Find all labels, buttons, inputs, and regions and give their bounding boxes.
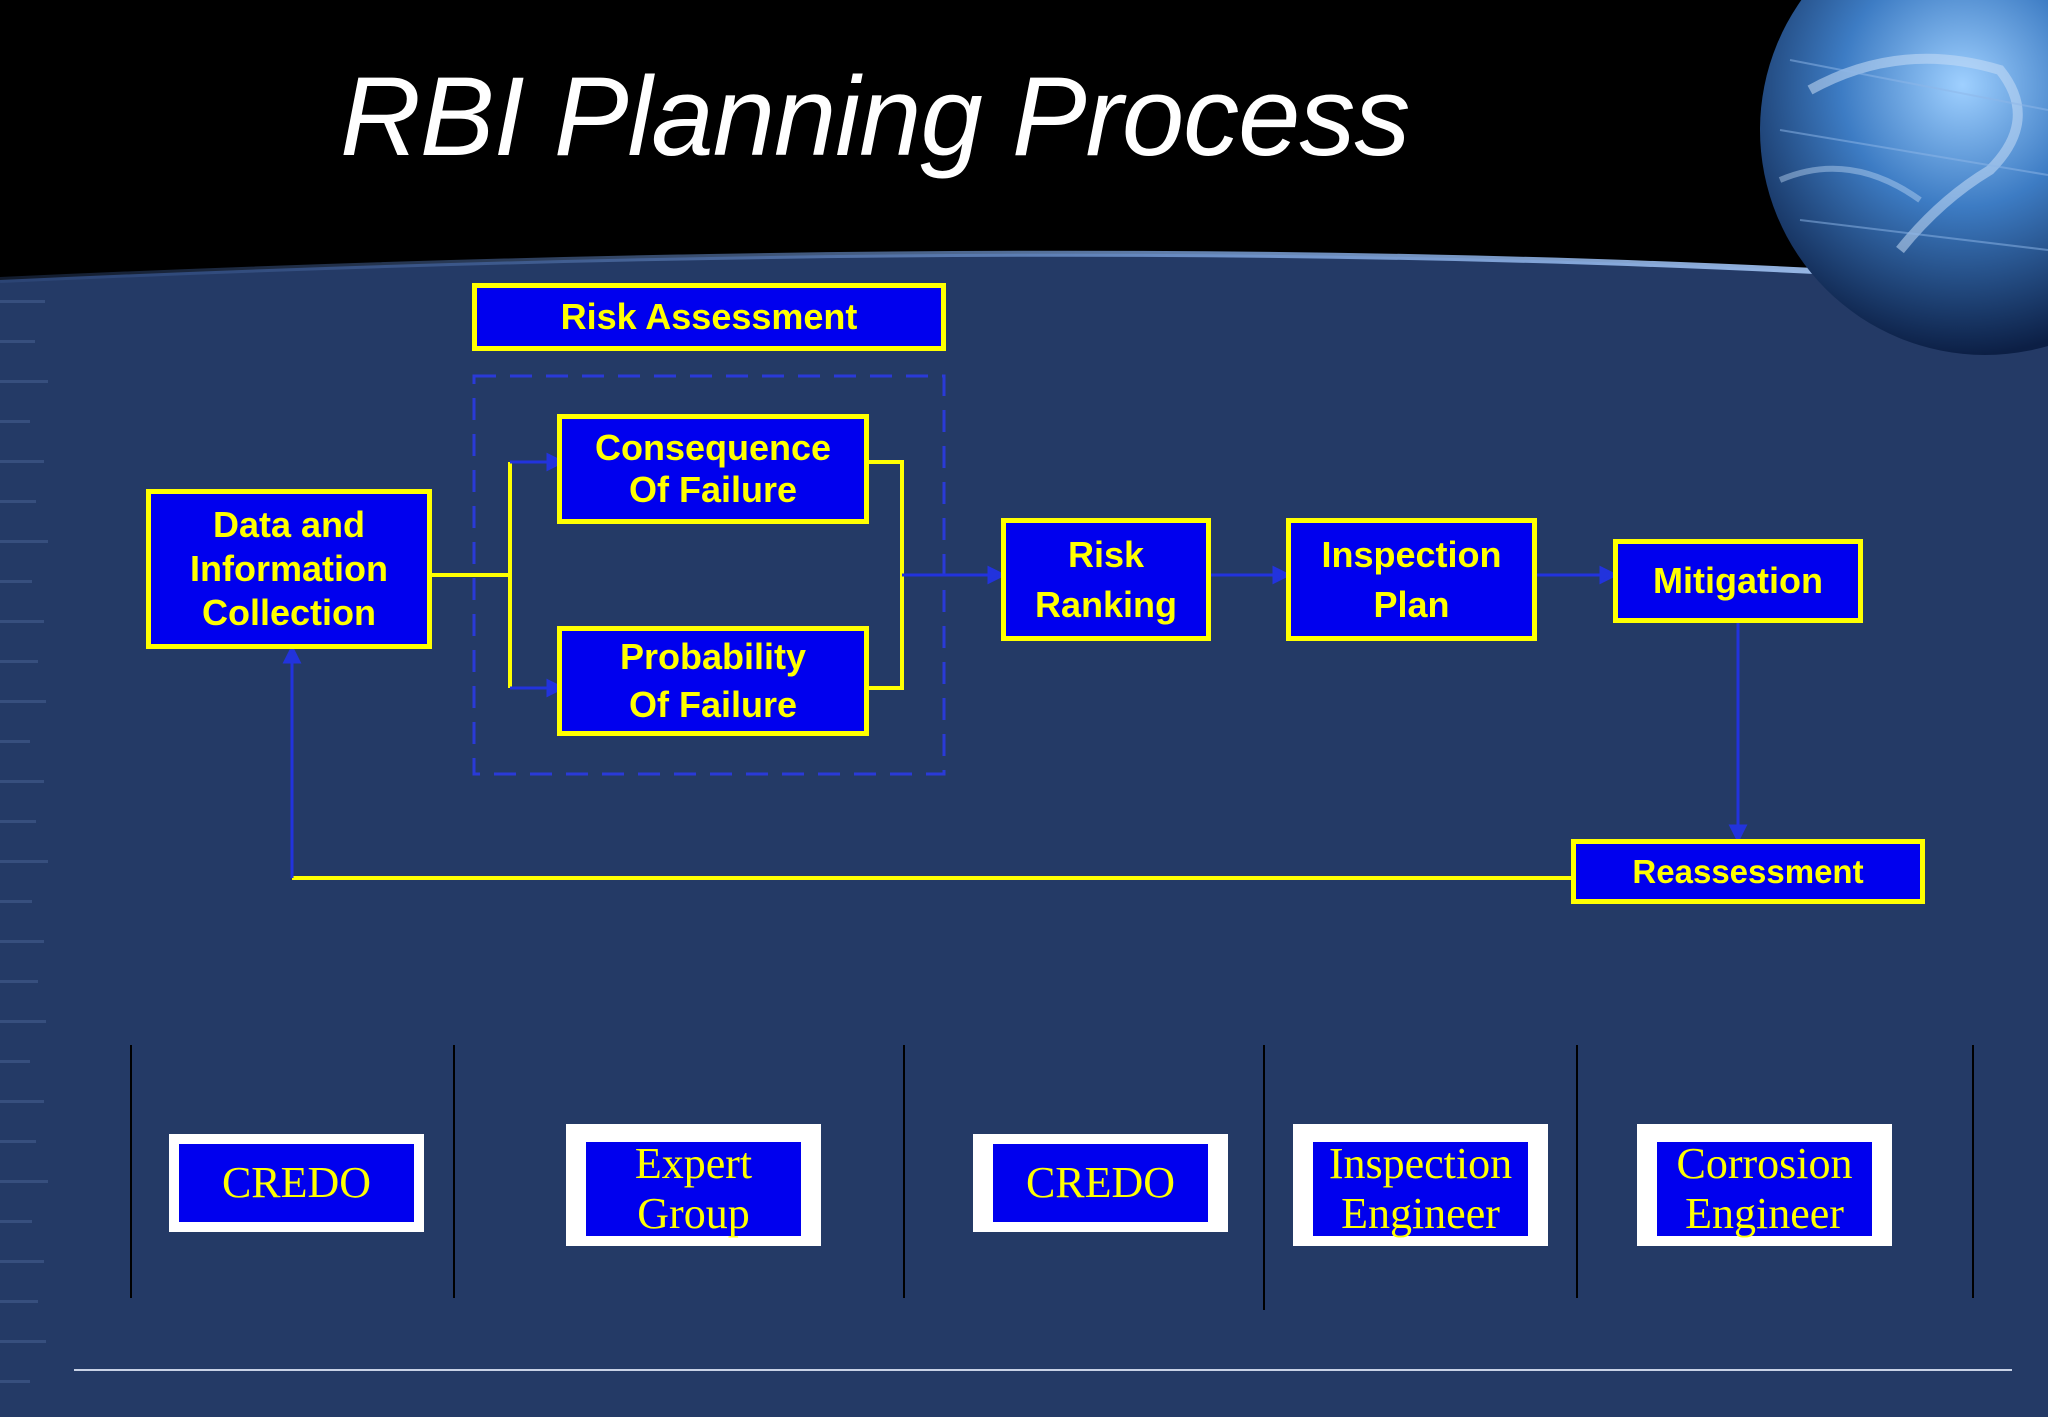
left-edge-texture	[0, 300, 48, 1383]
resource-corrosion-engineer-label: Corrosion Engineer	[1657, 1139, 1872, 1238]
resource-corrosion-engineer: Corrosion Engineer	[1637, 1124, 1892, 1246]
arrow-head-probability	[546, 678, 566, 698]
mitigation-box: Mitigation	[1613, 539, 1863, 623]
lane-dividers	[130, 1045, 1974, 1310]
inspection-plan-box: Inspection Plan	[1286, 518, 1537, 641]
resource-expert-group: Expert Group	[566, 1124, 821, 1246]
risk-ranking-box: Risk Ranking	[1001, 518, 1211, 641]
resource-credo-1-label: CREDO	[179, 1144, 414, 1222]
arrow-head-inspection-plan	[1272, 565, 1292, 585]
header-arc	[0, 250, 2048, 288]
flow-arrows	[282, 452, 1748, 878]
resource-credo-2: CREDO	[973, 1134, 1228, 1232]
probability-of-failure-box: Probability Of Failure	[557, 626, 869, 736]
reassessment-box: Reassessment	[1571, 839, 1925, 904]
globe-icon	[1760, 0, 2048, 355]
header-band	[0, 0, 2048, 285]
resource-expert-group-label: Expert Group	[586, 1139, 801, 1238]
arrow-head-mitigation	[1599, 565, 1619, 585]
arrow-head-risk-ranking	[987, 565, 1007, 585]
slide-title: RBI Planning Process	[340, 54, 1410, 179]
resource-inspection-engineer-label: Inspection Engineer	[1313, 1139, 1528, 1238]
data-collection-box: Data and Information Collection	[146, 489, 432, 649]
consequence-of-failure-box: Consequence Of Failure	[557, 414, 869, 524]
resource-credo-2-label: CREDO	[993, 1144, 1208, 1222]
risk-assessment-box: Risk Assessment	[472, 283, 946, 351]
arrow-head-consequence	[546, 452, 566, 472]
arrow-head-data-collection	[282, 644, 302, 664]
resource-inspection-engineer: Inspection Engineer	[1293, 1124, 1548, 1246]
arrow-head-reassessment	[1728, 824, 1748, 844]
resource-credo-1: CREDO	[169, 1134, 424, 1232]
